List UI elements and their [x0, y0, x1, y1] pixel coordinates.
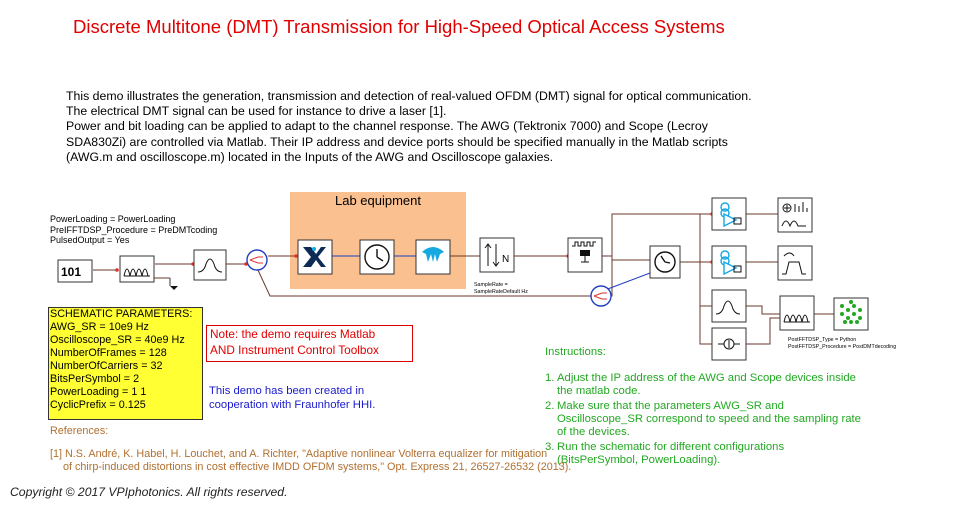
wire: [699, 262, 712, 307]
post-fft-line: PostFFTDSP_Procedure = PostDMTdecoding: [788, 343, 897, 350]
resample-label: N: [502, 254, 509, 265]
wire: [746, 305, 780, 315]
awg-block[interactable]: [297, 239, 333, 275]
timing-recovery-block[interactable]: [649, 245, 681, 279]
post-fft-label: PostFFTDSP_Type = Python PostFFTDSP_Proc…: [788, 337, 896, 350]
coop-line: This demo has been created in: [209, 385, 365, 397]
schem-param-line: CyclicPrefix = 0.125: [50, 399, 146, 411]
instruction-item: 2. Make sure that the parameters AWG_SR …: [545, 400, 905, 439]
wire: [746, 317, 780, 345]
transmitter-params: PowerLoading = PowerLoading PreIFFTDSP_P…: [50, 214, 217, 246]
reference-entry: [1] N.S. André, K. Habel, H. Louchet, an…: [50, 448, 571, 474]
signal-splitter-icon[interactable]: [246, 249, 268, 271]
post-fft-line: PostFFTDSP_Type = Python: [788, 337, 857, 343]
schem-param-line: Oscilloscope_SR = 40e9 Hz: [50, 334, 185, 346]
wire: [256, 267, 592, 297]
sample-rate-line: SampleRateDefault Hz: [474, 288, 528, 295]
schem-param-line: PowerLoading = 1 1: [50, 386, 147, 398]
signal-analyzer-block[interactable]: [777, 197, 813, 233]
instruction-text: Adjust the IP address of the AWG and Sco…: [557, 372, 856, 397]
sync-block[interactable]: [567, 237, 603, 273]
copyright-notice: Copyright © 2017 VPIphotonics. All right…: [10, 485, 288, 499]
constellation-analyzer-block[interactable]: [833, 297, 869, 331]
sample-rate-line: SampleRate =: [474, 282, 508, 288]
cooperation-note: This demo has been created in cooperatio…: [209, 385, 375, 412]
instructions-heading: Instructions:: [545, 346, 606, 358]
dmt-demodulator-block[interactable]: [779, 295, 815, 331]
reference-line: of chirp-induced distortions in cost eff…: [63, 461, 572, 473]
oscilloscope-block[interactable]: [415, 239, 451, 275]
port-dot: [294, 254, 298, 258]
schem-param-line: AWG_SR = 10e9 Hz: [50, 321, 149, 333]
note-line: AND Instrument Control Toolbox: [210, 342, 379, 357]
instruction-number: 1.: [545, 372, 555, 384]
instruction-number: 2.: [545, 400, 555, 412]
clock-icon[interactable]: [359, 239, 395, 275]
coop-line: cooperation with Fraunhofer HHI.: [209, 398, 376, 411]
schematic-parameters-box[interactable]: SCHEMATIC PARAMETERS: AWG_SR = 10e9 Hz O…: [48, 307, 203, 420]
reference-line: [1] N.S. André, K. Habel, H. Louchet, an…: [50, 448, 548, 460]
ground-icon: [170, 286, 178, 290]
instruction-item: 1. Adjust the IP address of the AWG and …: [545, 372, 905, 398]
lab-equipment-title: Lab equipment: [334, 193, 421, 208]
intro-line: The electrical DMT signal can be used fo…: [66, 104, 447, 119]
wire: [699, 306, 712, 345]
bit-source-block[interactable]: 101: [57, 259, 93, 283]
sample-rate-label: SampleRate = SampleRateDefault Hz: [474, 282, 528, 295]
optical-transmitter-block-2[interactable]: [711, 245, 747, 279]
dmt-modulator-block[interactable]: [119, 255, 155, 283]
schem-param-line: NumberOfCarriers = 32: [50, 360, 163, 372]
schem-param-line: BitsPerSymbol = 2: [50, 373, 140, 385]
param-line: PreIFFTDSP_Procedure = PreDMTcoding: [50, 224, 218, 235]
bit-source-label: 101: [61, 265, 81, 279]
schem-param-line: NumberOfFrames = 128: [50, 347, 167, 359]
intro-line: This demo illustrates the generation, tr…: [66, 89, 752, 103]
instructions-list: 1. Adjust the IP address of the AWG and …: [545, 372, 905, 469]
references-heading: References:: [50, 425, 109, 437]
intro-text: This demo illustrates the generation, tr…: [66, 89, 826, 165]
param-line: PowerLoading = PowerLoading: [50, 214, 176, 224]
requirements-note: Note: the demo requires Matlab AND Instr…: [206, 325, 413, 362]
instruction-text: Run the schematic for different configur…: [557, 441, 785, 466]
instruction-number: 3.: [545, 441, 555, 453]
instruction-item: 3. Run the schematic for different confi…: [545, 441, 905, 467]
intro-line: (AWG.m and oscilloscope.m) located in th…: [66, 149, 554, 164]
wire: [680, 214, 701, 263]
resample-block[interactable]: N: [479, 237, 515, 273]
wire: [611, 256, 650, 261]
optical-transmitter-block-1[interactable]: [711, 197, 747, 231]
note-line: Note: the demo requires Matlab: [210, 327, 376, 341]
wire: [604, 269, 659, 291]
receiver-filter-block[interactable]: [711, 289, 747, 323]
dc-block[interactable]: [711, 327, 747, 361]
param-line: PulsedOutput = Yes: [50, 235, 130, 245]
spectrum-analyzer-block[interactable]: [777, 245, 813, 281]
signal-combiner-icon[interactable]: [590, 285, 612, 307]
page-title: Discrete Multitone (DMT) Transmission fo…: [73, 16, 725, 37]
intro-line: SDA830Zi) are controlled via Matlab. The…: [66, 134, 728, 149]
instruction-text: Make sure that the parameters AWG_SR and…: [557, 400, 861, 438]
schem-param-line: SCHEMATIC PARAMETERS:: [50, 308, 193, 320]
intro-line: Power and bit loading can be applied to …: [66, 119, 708, 134]
port-dot: [115, 268, 119, 272]
filter-block[interactable]: [193, 249, 227, 281]
